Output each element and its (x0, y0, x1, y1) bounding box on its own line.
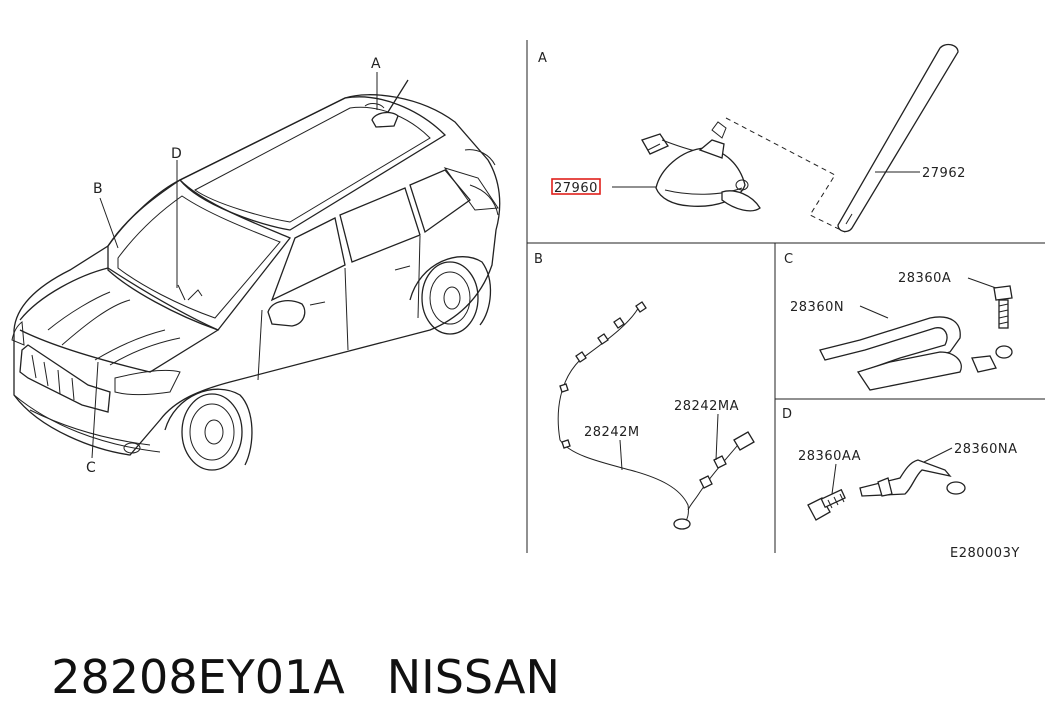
overview-callout-b: B (93, 181, 103, 197)
part-label-feeder-cable-sub: 28242MA (674, 399, 739, 414)
part-label-ground-strap-d: 28360NA (954, 442, 1017, 457)
diagram-code: E280003Y (950, 546, 1020, 560)
part-label-antenna-rod: 27962 (922, 166, 966, 181)
panel-d-label: D (782, 407, 792, 422)
part-highlight-box (551, 178, 601, 195)
part-caption: 28208EY01A NISSAN (22, 596, 560, 704)
ground-strap-c-drawing (819, 285, 1013, 391)
caption-brand: NISSAN (386, 650, 560, 704)
antenna-base-drawing (641, 117, 846, 233)
overview-callout-a: A (371, 56, 381, 72)
parts-diagram: A D B C A 27960 27962 B (11, 40, 1045, 560)
part-label-feeder-cable: 28242M (584, 425, 640, 440)
panel-b-label: B (534, 252, 543, 267)
vehicle-illustration (11, 72, 501, 471)
panel-c-label: C (784, 252, 793, 267)
part-label-antenna-base: 27960 (554, 181, 598, 196)
overview-callout-c: C (86, 460, 96, 476)
overview-callout-d: D (171, 146, 182, 162)
part-label-ground-strap-c: 28360N (790, 300, 844, 315)
ground-strap-d-drawing (807, 459, 966, 521)
antenna-rod-drawing (837, 43, 959, 233)
panel-a-label: A (538, 51, 547, 66)
part-label-bolt-d: 28360AA (798, 449, 861, 464)
caption-part-number: 28208EY01A (51, 650, 345, 704)
panel-dividers (526, 40, 1045, 553)
feeder-cable-drawing (557, 301, 755, 530)
part-label-bolt-c: 28360A (898, 271, 951, 286)
